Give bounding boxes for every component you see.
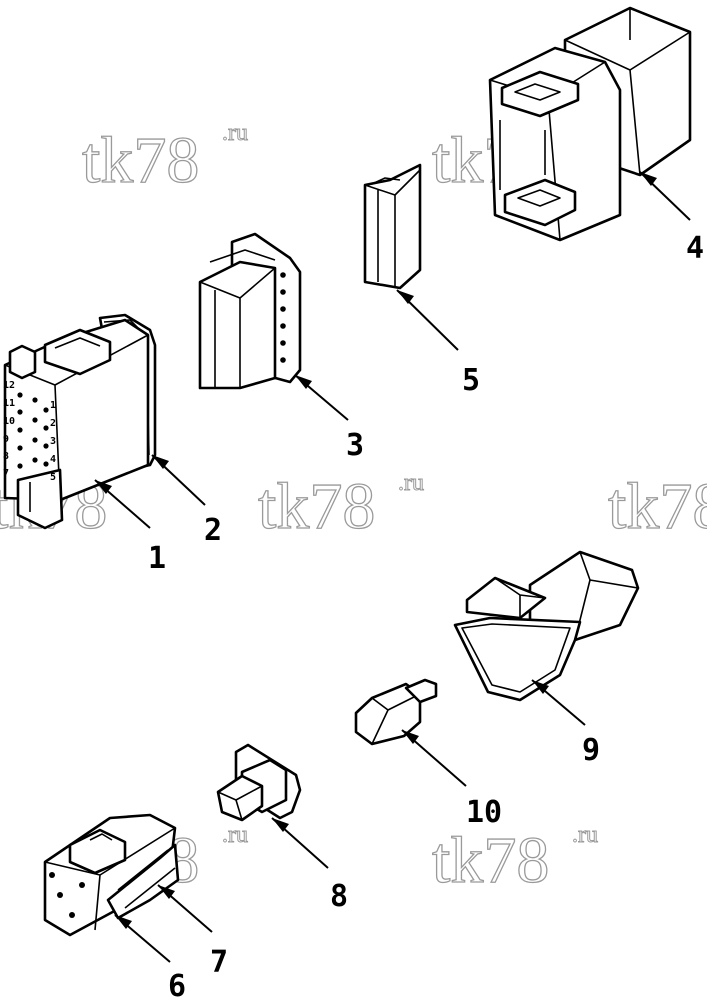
watermark-1: tk78 .ru [81, 120, 248, 198]
watermark-text: tk78 [432, 824, 549, 897]
callout-4: 4 [686, 231, 704, 266]
watermark-suffix: .ru [398, 470, 424, 496]
watermark-text: tk78 [82, 124, 199, 197]
callout-1: 1 [148, 541, 166, 576]
watermark-suffix: .ru [222, 120, 248, 146]
part-1-plug-housing: 12 11 10 9 8 7 1 2 3 4 5 [3, 313, 157, 530]
part-6-small-plug [43, 813, 177, 937]
pin-number: 11 [3, 398, 15, 409]
leader-lines [94, 171, 691, 963]
watermark-suffix: .ru [572, 822, 598, 848]
part-10-hex-stud [354, 678, 438, 746]
callout-5: 5 [462, 363, 480, 398]
pin-number: 9 [3, 434, 9, 445]
watermark-4: tk78 .ru [257, 469, 424, 543]
pin-number: 4 [50, 454, 56, 465]
watermark-5: tk78 [607, 469, 707, 543]
callout-3: 3 [346, 428, 364, 463]
pin-number: 7 [3, 468, 9, 479]
watermark-text: tk78 [258, 470, 375, 543]
pin-number: 5 [50, 472, 56, 483]
part-5-wedge-lock [363, 163, 422, 290]
part-4-receptacle-housing [488, 6, 692, 242]
watermark-text: tk78 [608, 470, 707, 543]
pin-number: 10 [3, 416, 15, 427]
pin-number: 3 [50, 436, 56, 447]
callout-8: 8 [330, 879, 348, 914]
pin-number: 8 [3, 451, 9, 462]
part-3-seal-plate [198, 232, 302, 390]
callout-numbers: 1 2 3 4 5 6 7 8 9 10 [148, 231, 704, 1000]
part-8-hex-flange [216, 743, 302, 822]
callout-10: 10 [466, 795, 502, 830]
watermark-suffix: .ru [222, 822, 248, 848]
watermark-7: tk78 .ru [431, 822, 598, 898]
callout-9: 9 [582, 733, 600, 768]
callout-2: 2 [204, 513, 222, 548]
part-9-receptacle [453, 550, 640, 702]
pin-number: 2 [50, 418, 56, 429]
callout-6: 6 [168, 969, 186, 1000]
callout-7: 7 [210, 945, 228, 980]
pin-number: 1 [50, 400, 56, 411]
pin-number: 12 [3, 380, 15, 391]
